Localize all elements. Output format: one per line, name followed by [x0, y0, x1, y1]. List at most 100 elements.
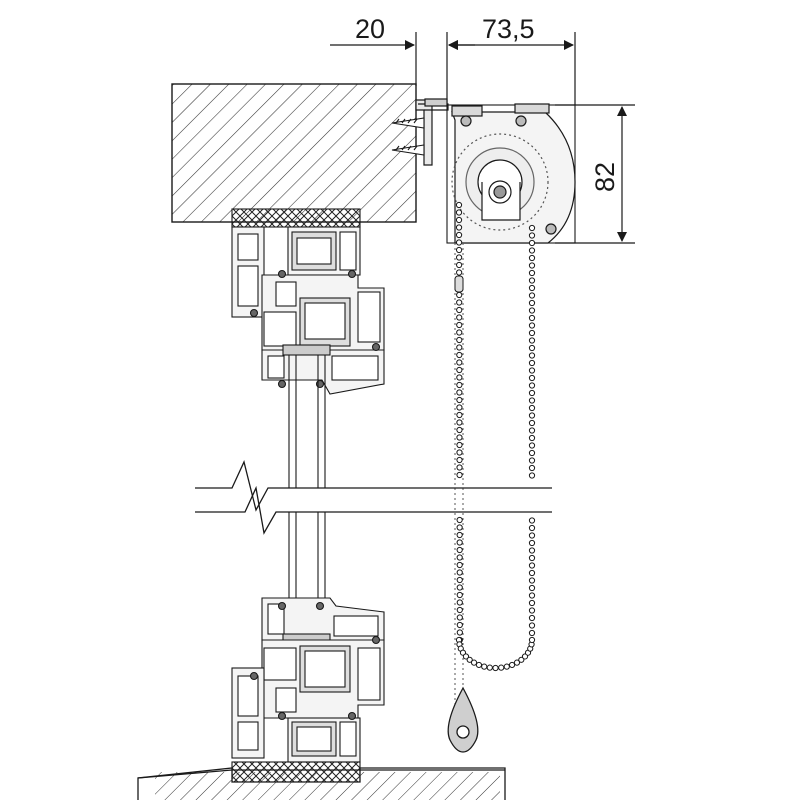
- chain-bead: [456, 599, 463, 606]
- chain-bead: [528, 374, 536, 382]
- chain-bead: [462, 653, 470, 660]
- chain-bead: [456, 381, 463, 389]
- chain-bead: [528, 622, 536, 629]
- chain-bead: [456, 569, 463, 576]
- chain-bead: [528, 449, 536, 457]
- chain-bead: [456, 456, 463, 464]
- chain-bead: [456, 441, 463, 449]
- chain-bead: [528, 239, 536, 247]
- chain-weight: [447, 686, 479, 753]
- chain-bead: [528, 562, 536, 569]
- chain-bead: [455, 216, 463, 224]
- chain-bead: [528, 607, 536, 614]
- chain-bead: [528, 584, 536, 592]
- chain-bead: [528, 299, 536, 307]
- chain-bead: [456, 269, 463, 276]
- chain-bead: [528, 539, 536, 547]
- chain-bead: [456, 471, 463, 479]
- chain-bead: [528, 359, 536, 367]
- chain-bead: [528, 614, 536, 622]
- chain-bead: [492, 664, 499, 672]
- chain-bead: [528, 224, 536, 232]
- chain-bead: [456, 434, 463, 441]
- chain-bead: [456, 374, 463, 381]
- chain-bead: [528, 464, 536, 472]
- chain-bead: [528, 404, 536, 412]
- chain-bead: [528, 329, 536, 337]
- chain-bead: [528, 277, 536, 284]
- chain-bead: [528, 322, 536, 329]
- chain-bead: [528, 389, 536, 397]
- chain-bead: [528, 337, 536, 344]
- chain-bead: [456, 389, 463, 396]
- chain-bead: [528, 247, 536, 254]
- chain-bead: [503, 663, 510, 670]
- chain-bead: [455, 209, 463, 216]
- chain-bead: [456, 621, 463, 629]
- chain-bead: [456, 614, 463, 621]
- chain-bead: [528, 577, 536, 584]
- chain-bead: [455, 224, 463, 231]
- chain-bead: [456, 546, 463, 554]
- chain-bead: [456, 516, 463, 524]
- chain-bead: [528, 352, 536, 359]
- chain-bead: [528, 427, 536, 434]
- lintel: [171, 83, 417, 223]
- window-frame-bottom: [231, 597, 385, 783]
- chain-bead: [456, 336, 463, 344]
- break-line: [195, 460, 552, 535]
- chain-connector: [454, 275, 464, 293]
- chain-bead: [456, 449, 463, 456]
- chain-bead: [466, 656, 473, 663]
- chain-bead: [475, 661, 483, 669]
- chain-bead: [455, 231, 463, 239]
- chain-bead: [528, 457, 536, 464]
- chain-bead: [456, 366, 463, 374]
- chain-bead: [456, 554, 463, 561]
- chain-bead: [456, 314, 463, 321]
- window-sill: [137, 767, 506, 800]
- chain-bead: [456, 359, 463, 366]
- chain-bead: [528, 254, 536, 262]
- chain-bead: [456, 351, 463, 359]
- chain-bead: [513, 659, 521, 666]
- chain-bead: [528, 314, 536, 322]
- window-frame-top: [231, 208, 385, 395]
- blind-cassette: [446, 103, 576, 244]
- chain-bead: [528, 599, 536, 607]
- chain-bead: [456, 344, 463, 351]
- chain-bead: [456, 524, 463, 531]
- chain-bead: [456, 591, 463, 599]
- chain-bead: [528, 517, 536, 524]
- chain-bead: [528, 636, 536, 644]
- chain-bead: [456, 419, 463, 426]
- chain-bead: [456, 576, 463, 584]
- chain-bead: [528, 569, 536, 577]
- chain-bead: [456, 531, 463, 539]
- chain-bead: [528, 419, 536, 427]
- mounting-bracket: [415, 98, 449, 166]
- chain-bead: [518, 656, 525, 663]
- chain-bead: [528, 344, 536, 352]
- chain-bead: [528, 442, 536, 449]
- chain-bead: [528, 292, 536, 299]
- chain-bead: [528, 547, 536, 554]
- chain-bead: [498, 664, 505, 671]
- chain-bead: [456, 584, 463, 591]
- chain-bead: [528, 269, 536, 277]
- chain-bead: [456, 606, 463, 614]
- chain-bead: [528, 592, 536, 599]
- chain-bead: [456, 291, 463, 299]
- chain-bead: [456, 629, 463, 636]
- chain-bead: [528, 382, 536, 389]
- chain-bead: [528, 524, 536, 532]
- chain-bead: [456, 321, 463, 329]
- chain-bead: [528, 307, 536, 314]
- chain-bead: [456, 404, 463, 411]
- chain-bead: [470, 659, 478, 666]
- chain-bead: [456, 306, 463, 314]
- chain-bead: [528, 629, 536, 637]
- chain-bead: [528, 472, 536, 479]
- chain-bead: [456, 329, 463, 336]
